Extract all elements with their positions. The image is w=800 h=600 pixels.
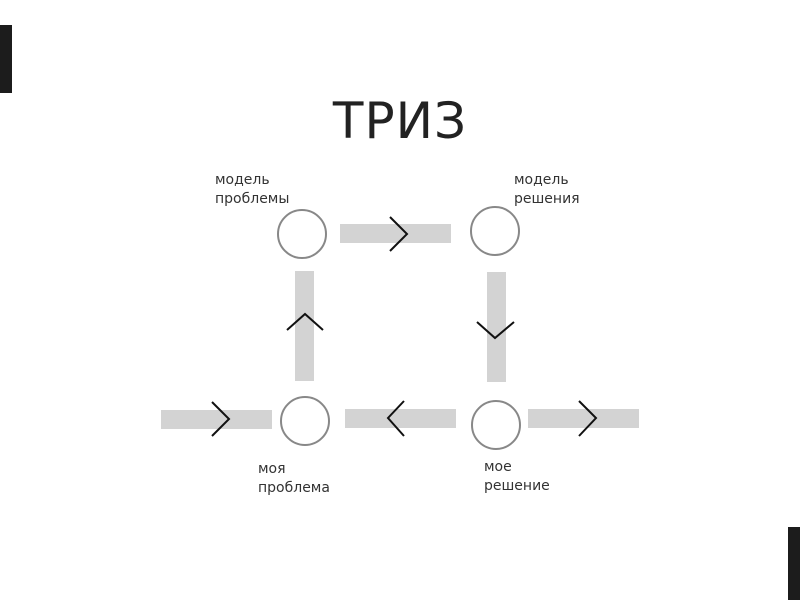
nodes — [277, 206, 521, 450]
node-problem-model — [277, 209, 327, 259]
arrow-bar-problem-model-to-solution-model — [340, 224, 451, 243]
chevron-right-top — [389, 216, 409, 252]
chevron-down-right — [476, 321, 515, 340]
right-edge-bar — [788, 527, 800, 600]
chevron-right-outgoing — [578, 400, 598, 437]
node-my-solution — [471, 400, 521, 450]
arrow-bars — [161, 224, 639, 429]
arrow-bar-my-problem-up — [295, 271, 314, 381]
label-my-solution: мое решение — [484, 459, 550, 494]
left-edge-bar — [0, 25, 12, 93]
arrow-bar-my-solution-to-my-problem — [345, 409, 456, 428]
diagram-title: ТРИЗ — [332, 92, 468, 150]
chevron-up-left — [286, 312, 324, 331]
node-my-problem — [280, 396, 330, 446]
label-solution-model: модель решения — [514, 172, 580, 207]
chevron-left-bottom — [386, 400, 405, 437]
arrow-bar-outgoing — [528, 409, 639, 428]
arrow-bar-solution-model-down — [487, 272, 506, 382]
label-problem-model: модель проблемы — [215, 172, 290, 207]
chevrons — [211, 216, 598, 437]
chevron-right-incoming — [211, 401, 231, 437]
arrow-bar-incoming — [161, 410, 272, 429]
node-solution-model — [470, 206, 520, 256]
label-my-problem: моя проблема — [258, 461, 330, 496]
